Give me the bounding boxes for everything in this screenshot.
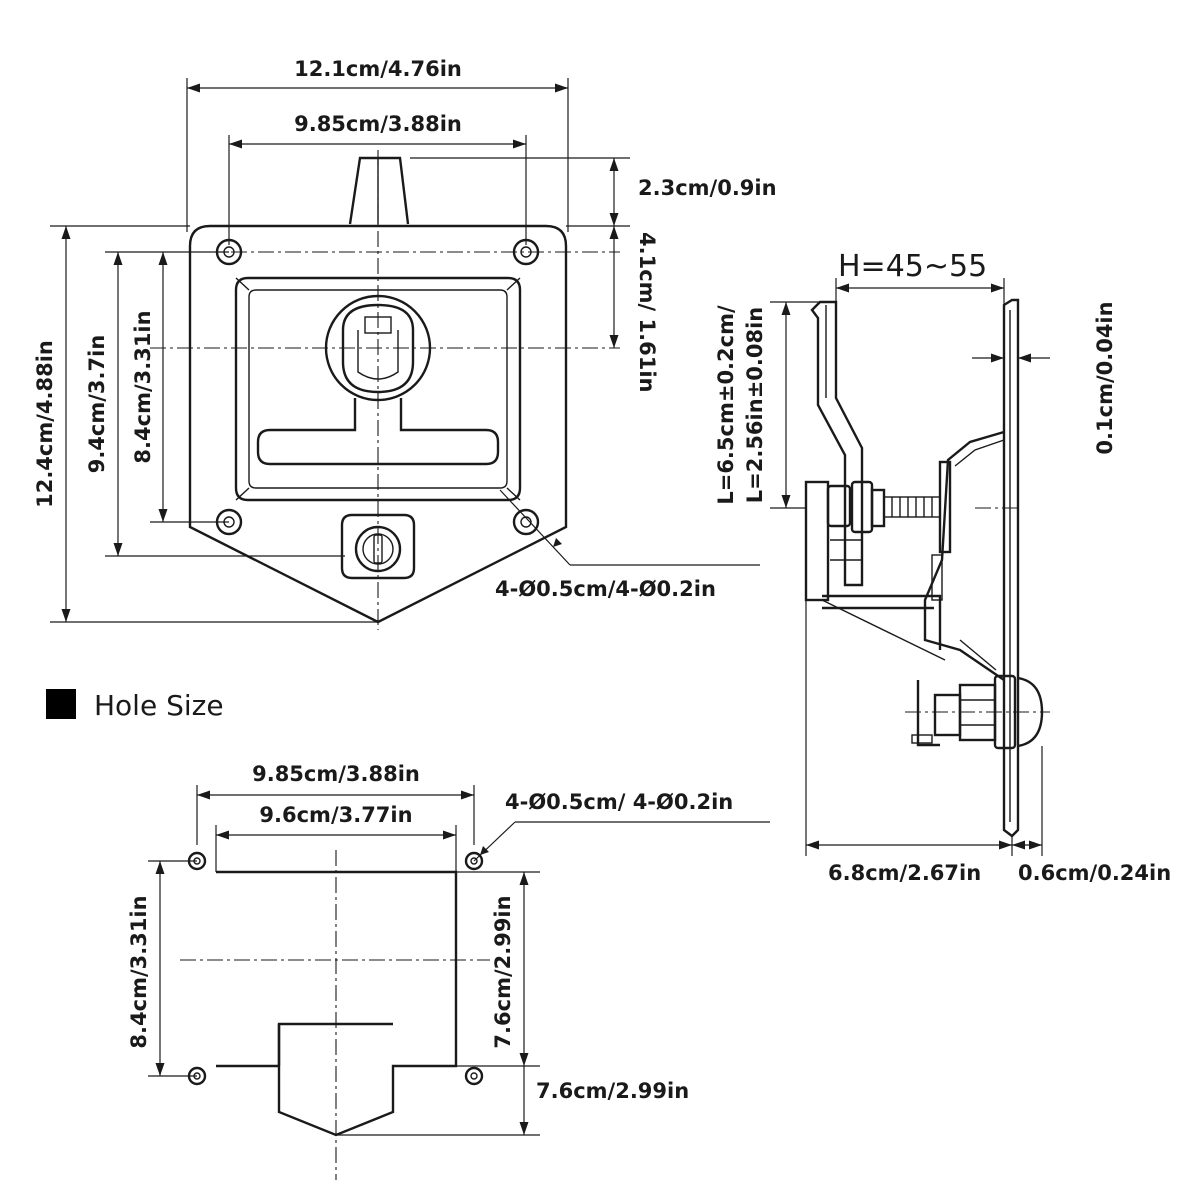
height-9-4-dimension: 9.4cm/3.7in xyxy=(85,251,345,557)
height-9-4-label: 9.4cm/3.7in xyxy=(85,335,109,474)
hole-size-view: 9.85cm/3.88in 9.6cm/3.77in xyxy=(127,762,770,1180)
overall-width-label: 12.1cm/4.76in xyxy=(294,57,462,81)
side-handle-arm xyxy=(810,300,864,587)
side-view: H=45~55 L=6.5cm±0.2cm/ L=2.56in±0.08in 0… xyxy=(714,249,1171,885)
cutout-hole-height-dimension: 8.4cm/3.31in xyxy=(127,860,197,1077)
hole-size-legend: Hole Size xyxy=(46,689,224,722)
front-view: 12.1cm/4.76in 9.85cm/3.88in xyxy=(33,57,777,630)
cutout-hole-spacing-label: 9.85cm/3.88in xyxy=(252,762,420,786)
recessed-tray xyxy=(234,276,522,502)
lock-cutout-height-label: 7.6cm/2.99in xyxy=(536,1079,689,1103)
depth-dimension: 6.8cm/2.67in 0.6cm/0.24in xyxy=(805,600,1171,885)
handle-knob xyxy=(348,156,410,225)
overall-width-dimension: 12.1cm/4.76in xyxy=(186,57,569,232)
handle-offset-label: 4.1cm/ 1.61in xyxy=(635,232,659,392)
flange-label: 0.6cm/0.24in xyxy=(1018,861,1171,885)
cutout-hole-top-right xyxy=(464,851,484,871)
lock-cutout-height-dimension: 7.6cm/2.99in xyxy=(336,1066,689,1136)
arm-length-label-line2: L=2.56in±0.08in xyxy=(743,307,767,504)
hole-spacing-width-dimension: 9.85cm/3.88in xyxy=(228,112,527,245)
mounting-holes-leader: 4-Ø0.5cm/4-Ø0.2in xyxy=(495,489,760,601)
mounting-plate xyxy=(188,224,568,624)
side-plate xyxy=(1002,298,1020,838)
grip-range-label: H=45~55 xyxy=(838,249,987,284)
handle-offset-dimension: 4.1cm/ 1.61in xyxy=(609,226,659,392)
cutout-hole-height-label: 8.4cm/3.31in xyxy=(127,895,151,1048)
arm-length-dimension: L=6.5cm±0.2cm/ L=2.56in±0.08in xyxy=(714,301,836,509)
hole-spacing-height-dimension: 8.4cm/3.31in xyxy=(131,252,229,523)
overall-height-dimension: 12.4cm/4.88in xyxy=(33,225,378,623)
handle-projection-label: 2.3cm/0.9in xyxy=(638,176,777,200)
plate-thickness-dimension: 0.1cm/0.04in xyxy=(972,301,1117,455)
cutout-width-label: 9.6cm/3.77in xyxy=(259,803,412,827)
cutout-width-dimension: 9.6cm/3.77in xyxy=(215,803,457,872)
side-cam-assembly xyxy=(804,460,952,602)
cutout-holes-leader: 4-Ø0.5cm/ 4-Ø0.2in xyxy=(473,790,770,862)
hole-spacing-height-label: 8.4cm/3.31in xyxy=(131,310,155,463)
mounting-holes-label: 4-Ø0.5cm/4-Ø0.2in xyxy=(495,577,716,601)
hole-spacing-width-label: 9.85cm/3.88in xyxy=(294,112,462,136)
cutout-holes-label: 4-Ø0.5cm/ 4-Ø0.2in xyxy=(505,790,733,814)
cutout-height-dimension: 7.6cm/2.99in xyxy=(456,871,540,1067)
cutout-hole-bottom-right xyxy=(464,1066,484,1086)
overall-height-label: 12.4cm/4.88in xyxy=(33,340,57,508)
grip-range-dimension: H=45~55 xyxy=(835,249,1005,305)
side-housing xyxy=(821,430,1005,681)
legend-label: Hole Size xyxy=(94,689,224,722)
depth-label: 6.8cm/2.67in xyxy=(828,861,981,885)
cutout-height-label: 7.6cm/2.99in xyxy=(491,895,515,1048)
mounting-hole-bottom-right xyxy=(512,508,540,536)
cutout-hole-spacing-dimension: 9.85cm/3.88in xyxy=(196,762,475,845)
plate-thickness-label: 0.1cm/0.04in xyxy=(1093,301,1117,454)
legend-swatch xyxy=(46,689,76,719)
handle-projection-dimension: 2.3cm/0.9in xyxy=(410,157,777,227)
arm-length-label-line1: L=6.5cm±0.2cm/ xyxy=(714,305,738,505)
